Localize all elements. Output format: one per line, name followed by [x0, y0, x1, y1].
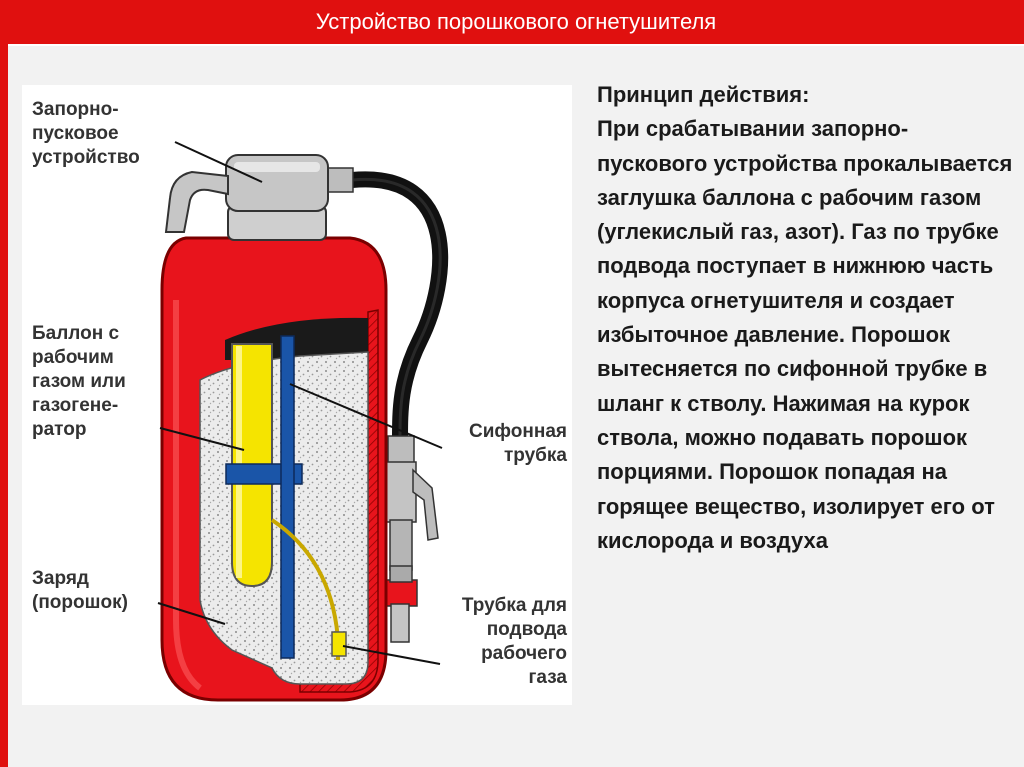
label-siphon-tube: Сифонная трубка [469, 421, 567, 466]
principle-heading: Принцип действия: [597, 82, 810, 107]
principle-text: Принцип действия: При срабатывании запор… [597, 78, 1017, 558]
title-bar: Устройство порошкового огнетушителя [8, 0, 1024, 44]
label-gas-supply-tube: Трубка для подвода рабочего газа [461, 595, 567, 688]
principle-body: При срабатывании запорно-пускового устро… [597, 116, 1013, 553]
nozzle [382, 435, 439, 643]
page-title: Устройство порошкового огнетушителя [315, 9, 717, 34]
label-gas-cylinder: Баллон с рабочим газом или газогене- рат… [32, 323, 126, 440]
valve-lever [164, 170, 229, 233]
title-divider [8, 44, 1024, 46]
siphon-tube [280, 335, 295, 659]
leader-lines [157, 141, 443, 665]
label-valve: Запорно- пусковое устройство [32, 99, 140, 168]
left-accent-bar [0, 0, 8, 767]
label-powder-charge: Заряд (порошок) [32, 568, 128, 613]
hose-fitting [324, 167, 354, 193]
